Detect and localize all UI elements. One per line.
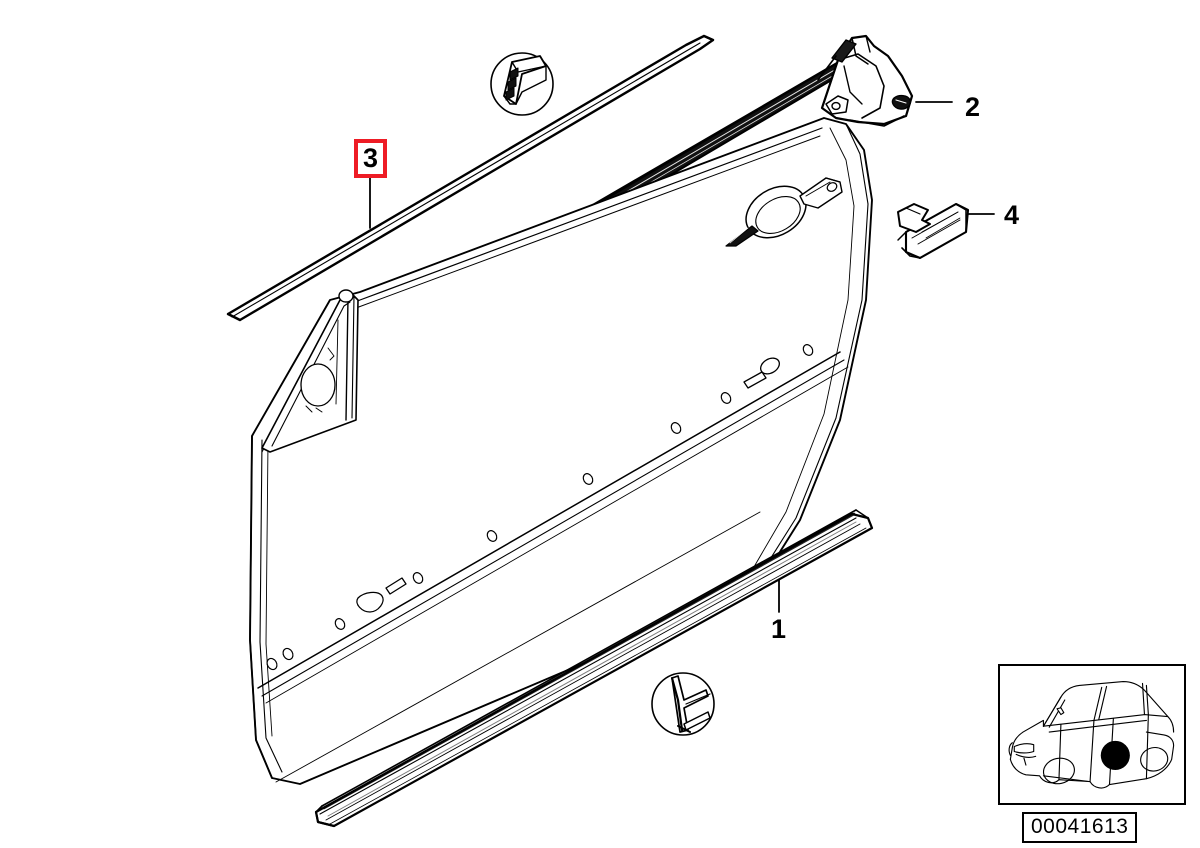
- door-handle: [725, 177, 843, 247]
- detail-bubble-upper: [490, 52, 554, 116]
- part-4-end-cap: [897, 202, 970, 260]
- part-1-lower-moulding: [314, 509, 874, 828]
- door-character-line: [257, 344, 849, 704]
- callout-1-label: 1: [771, 614, 787, 644]
- door-lower-crease: [275, 511, 761, 783]
- callout-3-label: 3: [362, 143, 379, 173]
- vehicle-locator-thumbnail: [998, 664, 1186, 805]
- diagram-id-label: 00041613: [1031, 815, 1129, 838]
- vehicle-outline-svg: [1008, 680, 1175, 789]
- callout-1-number[interactable]: 1: [771, 616, 786, 643]
- detail-bubble-lower: [651, 672, 715, 736]
- callout-4-label: 4: [1004, 200, 1020, 230]
- door-leading-edge: [249, 435, 283, 779]
- location-marker-dot: [1100, 740, 1130, 770]
- mirror-mount-triangle: [261, 289, 359, 453]
- leader-lines: [369, 101, 995, 613]
- callout-2-label: 2: [965, 92, 981, 122]
- part-2-window-bracket: [817, 34, 914, 127]
- diagram-id-box: 00041613: [1022, 812, 1138, 843]
- callout-4-number[interactable]: 4: [1004, 202, 1019, 229]
- callout-3-highlight-box[interactable]: 3: [354, 139, 387, 178]
- callout-2-number[interactable]: 2: [965, 94, 980, 121]
- door-rear-edge: [743, 123, 869, 589]
- part-3-upper-moulding: [226, 34, 715, 322]
